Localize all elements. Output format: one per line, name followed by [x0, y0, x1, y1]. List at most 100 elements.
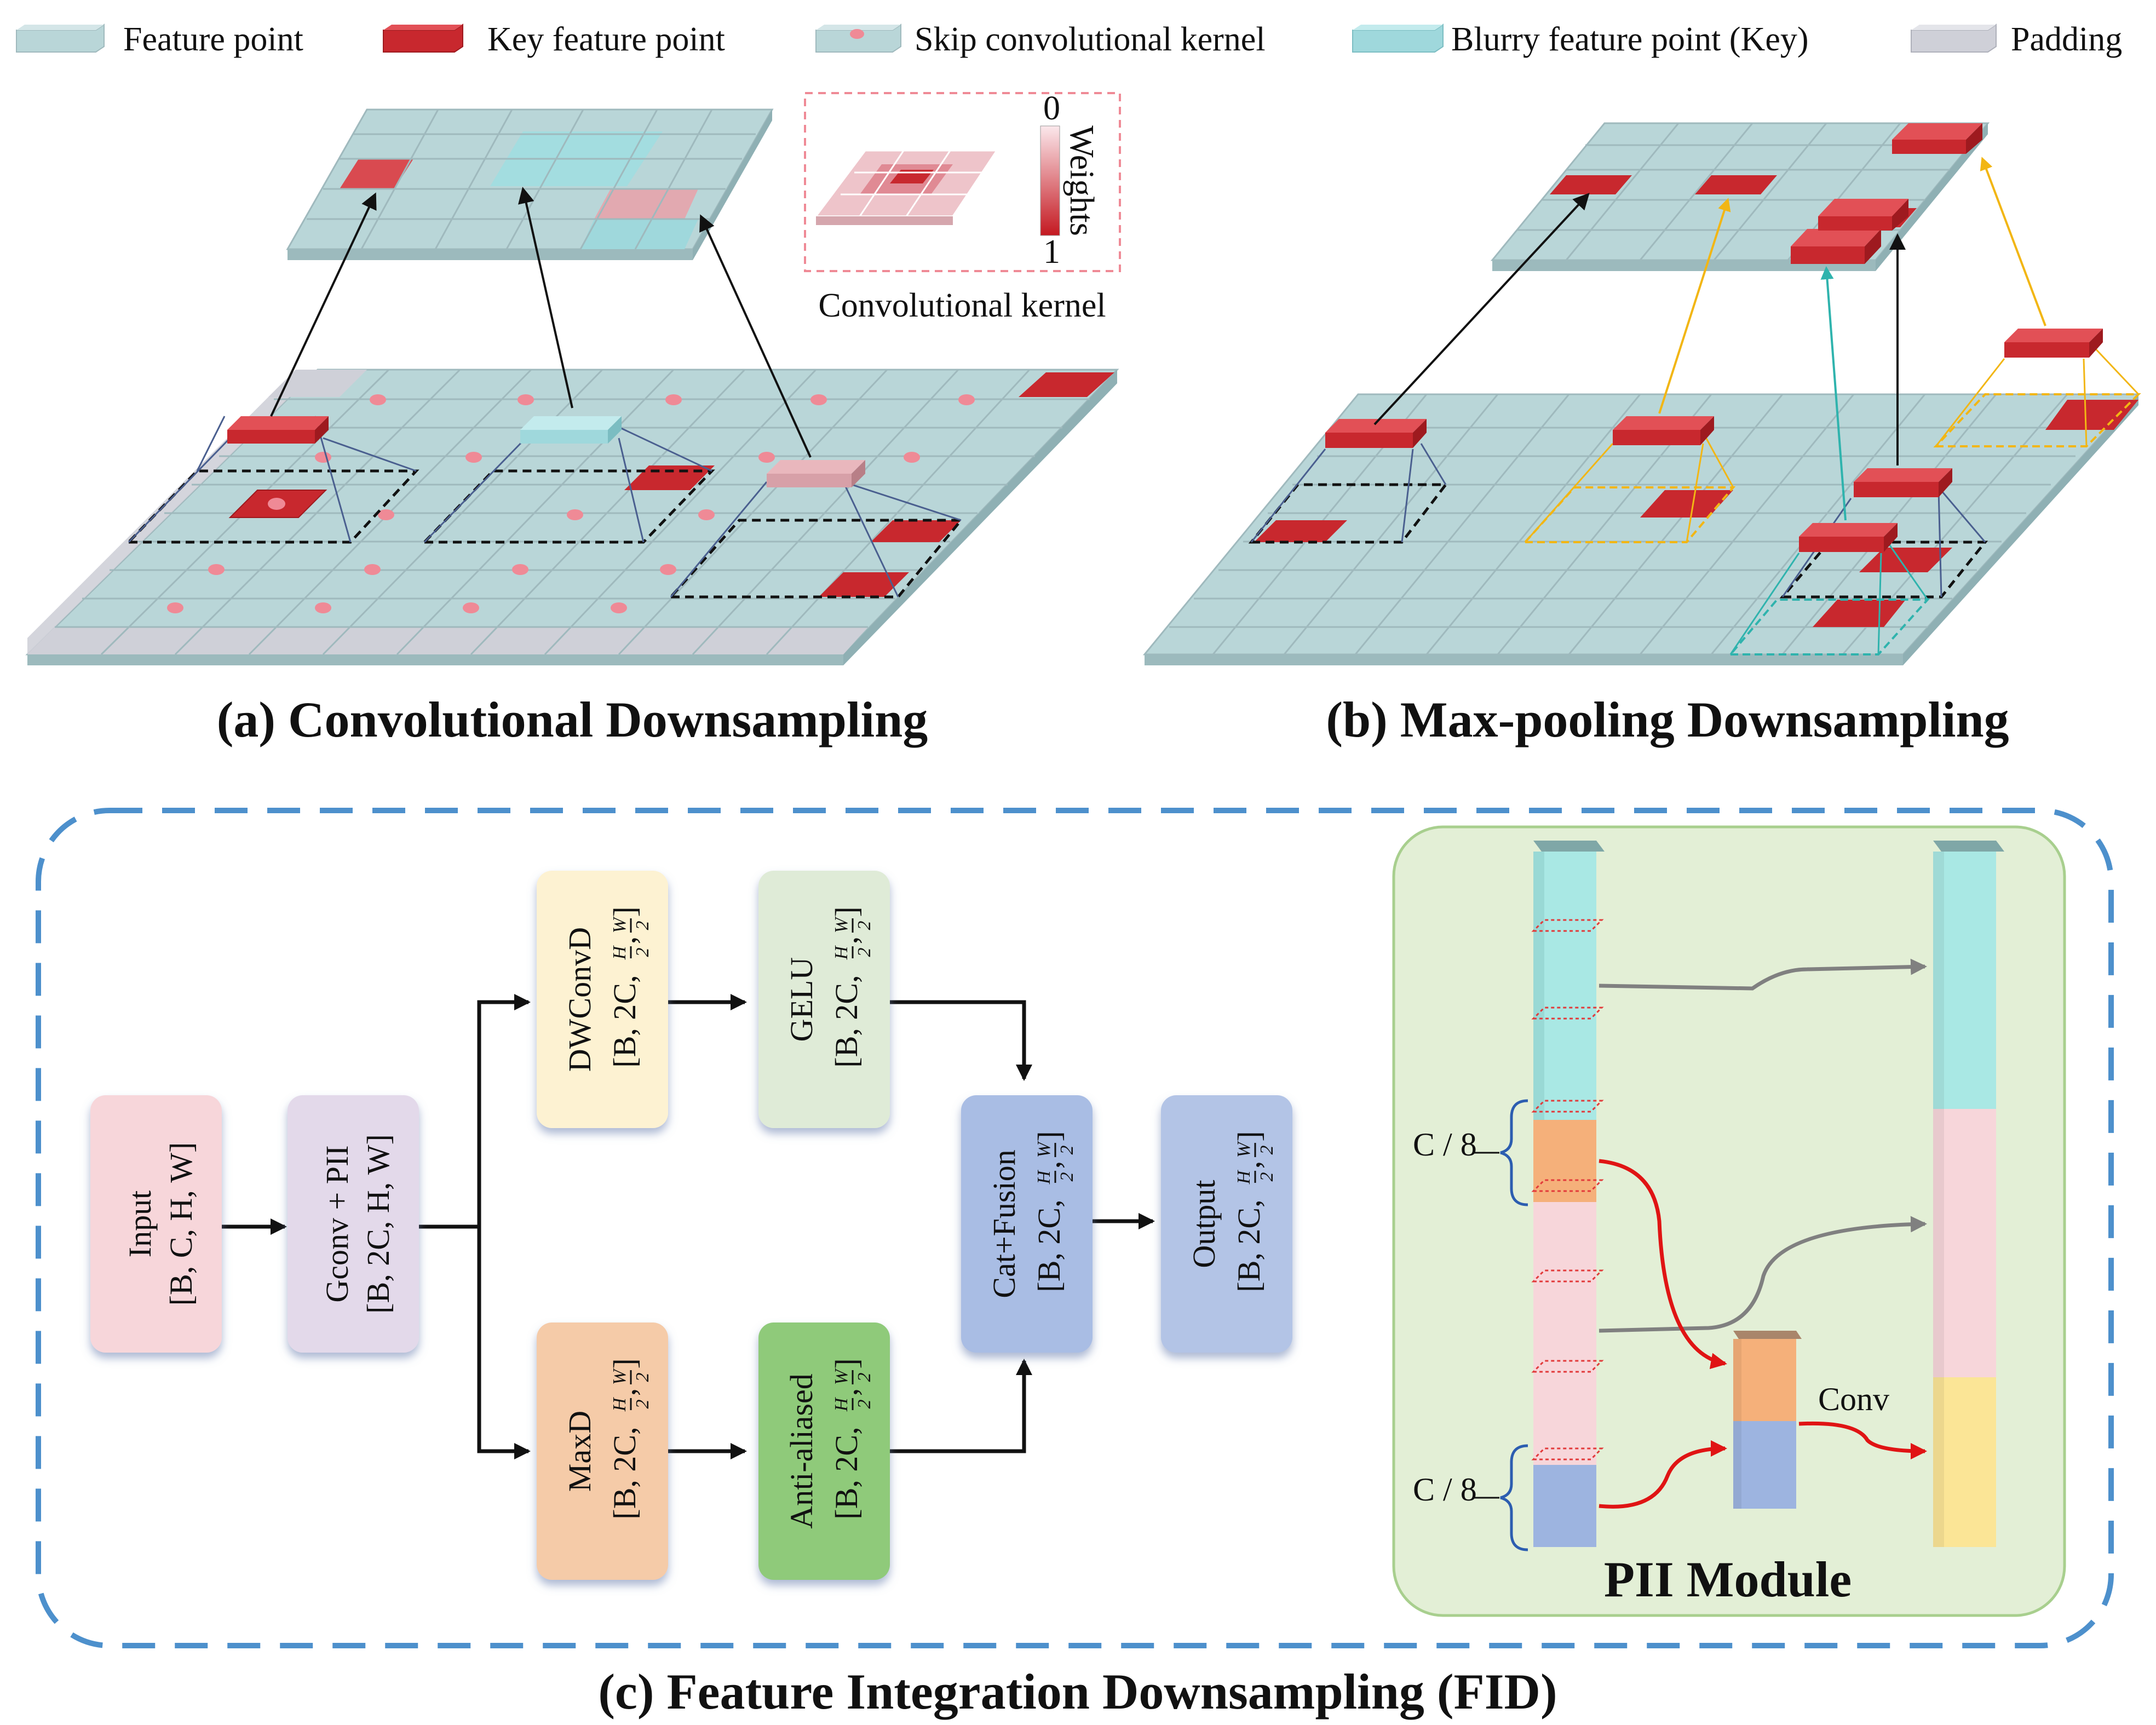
pii-split-label-bottom: C / 8 [1413, 1471, 1477, 1508]
block-anti-name: Anti-aliased [784, 1373, 819, 1528]
block-input: Input [B, C, H, W] [90, 1095, 222, 1353]
block-dwconvd: DWConvD [B, 2C, H 2 , W 2 ] [537, 871, 668, 1128]
svg-text:,: , [607, 1388, 642, 1396]
block-dwconvd-name: DWConvD [562, 927, 597, 1072]
block-gconv-shape: [B, 2C, H, W] [360, 1134, 396, 1314]
pii-input-column [1531, 841, 1605, 1547]
panel-a: 0 1 Weights Convolutional kernel (a) Con… [25, 90, 1121, 748]
frac-den: 2 [633, 1373, 653, 1382]
frac-h: H [1034, 1169, 1054, 1185]
frac-h: H [831, 945, 852, 960]
frac-w: W [610, 1368, 630, 1385]
legend-label: Blurry feature point (Key) [1451, 21, 1808, 58]
frac-den: 2 [854, 1400, 875, 1409]
panel-b-caption: (b) Max-pooling Downsampling [1326, 692, 2009, 748]
block-anti-shape: [B, 2C, [829, 1427, 864, 1519]
block-cat-fusion: Cat+Fusion [B, 2C, H 2 , W 2 ] [961, 1095, 1093, 1353]
block-dwconvd-shape: [B, 2C, [607, 975, 642, 1067]
block-output: Output [B, 2C, H 2 , W 2 ] [1161, 1095, 1292, 1353]
block-gelu-shape: [B, 2C, [829, 975, 864, 1067]
pii-conv-block [1733, 1331, 1802, 1509]
frac-den: 2 [1257, 1172, 1277, 1182]
svg-text:]: ] [1231, 1131, 1267, 1141]
frac-w: W [1234, 1141, 1254, 1158]
svg-text:]: ] [1031, 1131, 1067, 1141]
kernel-inset-label: Convolutional kernel [818, 287, 1106, 324]
frac-den: 2 [1057, 1146, 1077, 1155]
svg-text:,: , [829, 936, 864, 945]
pii-title: PII Module [1604, 1551, 1852, 1607]
legend-label: Padding [2011, 21, 2122, 58]
block-maxd-shape: [B, 2C, [607, 1427, 642, 1519]
svg-text:,: , [1231, 1161, 1267, 1169]
frac-den: 2 [854, 921, 875, 930]
pii-split-label-top: C / 8 [1413, 1126, 1477, 1163]
pii-output-column [1933, 841, 2004, 1547]
fid-flow-arrows [222, 994, 1155, 1459]
legend-item-skip-kernel: Skip convolutional kernel [815, 21, 1266, 58]
block-gelu-name: GELU [784, 957, 819, 1042]
svg-text:,: , [829, 1388, 864, 1396]
frac-den: 2 [1257, 1146, 1277, 1155]
colorbar-min-label: 1 [1043, 233, 1060, 271]
lifted-key-cubes [1325, 329, 2103, 552]
svg-text:,: , [1031, 1161, 1067, 1169]
pii-conv-label: Conv [1818, 1381, 1889, 1417]
block-output-shape: [B, 2C, [1231, 1199, 1267, 1292]
svg-text:]: ] [829, 1358, 864, 1369]
conv-kernel-inset: 0 1 Weights Convolutional kernel [804, 90, 1121, 324]
panel-b-arrows [1373, 157, 2046, 521]
block-output-name: Output [1186, 1180, 1222, 1268]
svg-text:]: ] [607, 906, 642, 917]
pii-braces [1500, 1099, 1528, 1551]
block-gelu: GELU [B, 2C, H 2 , W 2 ] [758, 871, 890, 1128]
panel-b: (b) Max-pooling Downsampling [1142, 122, 2141, 748]
frac-w: W [831, 1368, 852, 1385]
frac-den: 2 [854, 1373, 875, 1382]
colorbar-title: Weights [1063, 125, 1100, 236]
panel-a-output-grid [286, 108, 774, 260]
block-cat-shape: [B, 2C, [1031, 1199, 1067, 1292]
legend-item-key-feature-point: Key feature point [383, 21, 725, 58]
panel-b-input-grid [1142, 329, 2141, 665]
frac-h: H [610, 1396, 630, 1412]
frac-den: 2 [633, 921, 653, 930]
block-maxd-name: MaxD [562, 1411, 597, 1492]
panel-c: Input [B, C, H, W] Gconv + PII [B, 2C, H… [36, 808, 2114, 1720]
legend-item-blurry-point: Blurry feature point (Key) [1352, 21, 1808, 58]
panel-c-caption: (c) Feature Integration Downsampling (FI… [598, 1664, 1557, 1720]
legend-item-feature-point: Feature point [16, 21, 303, 58]
frac-h: H [610, 945, 630, 960]
legend-label: Feature point [123, 21, 303, 58]
frac-w: W [1034, 1141, 1054, 1158]
legend-label: Key feature point [487, 21, 725, 58]
legend-item-padding: Padding [1911, 21, 2122, 58]
fid-dashed-frame [36, 808, 2114, 1648]
panel-a-arrows [270, 187, 812, 458]
block-gconv-name: Gconv + PII [319, 1145, 355, 1302]
frac-h: H [831, 1396, 852, 1412]
block-maxd: MaxD [B, 2C, H 2 , W 2 ] [537, 1323, 668, 1580]
block-anti-aliased: Anti-aliased [B, 2C, H 2 , W 2 ] [758, 1323, 890, 1580]
frac-w: W [610, 916, 630, 933]
panel-a-input-grid [25, 369, 1119, 665]
frac-den: 2 [633, 948, 653, 957]
svg-text:,: , [607, 936, 642, 945]
panel-b-output-grid [1490, 122, 1990, 271]
frac-h: H [1234, 1169, 1254, 1185]
colorbar-max-label: 0 [1043, 90, 1060, 127]
legend-label: Skip convolutional kernel [915, 21, 1266, 58]
frac-w: W [831, 916, 852, 933]
pii-module: C / 8 C / 8 Conv PII Module [1392, 825, 2066, 1617]
frac-den: 2 [633, 1400, 653, 1409]
svg-text:]: ] [607, 1358, 642, 1369]
svg-text:]: ] [829, 906, 864, 917]
frac-den: 2 [1057, 1172, 1077, 1182]
panel-a-caption: (a) Convolutional Downsampling [217, 692, 928, 748]
frac-den: 2 [854, 948, 875, 957]
block-input-shape: [B, C, H, W] [163, 1142, 199, 1306]
block-gconv-pii: Gconv + PII [B, 2C, H, W] [288, 1095, 419, 1353]
block-cat-name: Cat+Fusion [986, 1149, 1022, 1298]
block-input-name: Input [122, 1191, 158, 1257]
